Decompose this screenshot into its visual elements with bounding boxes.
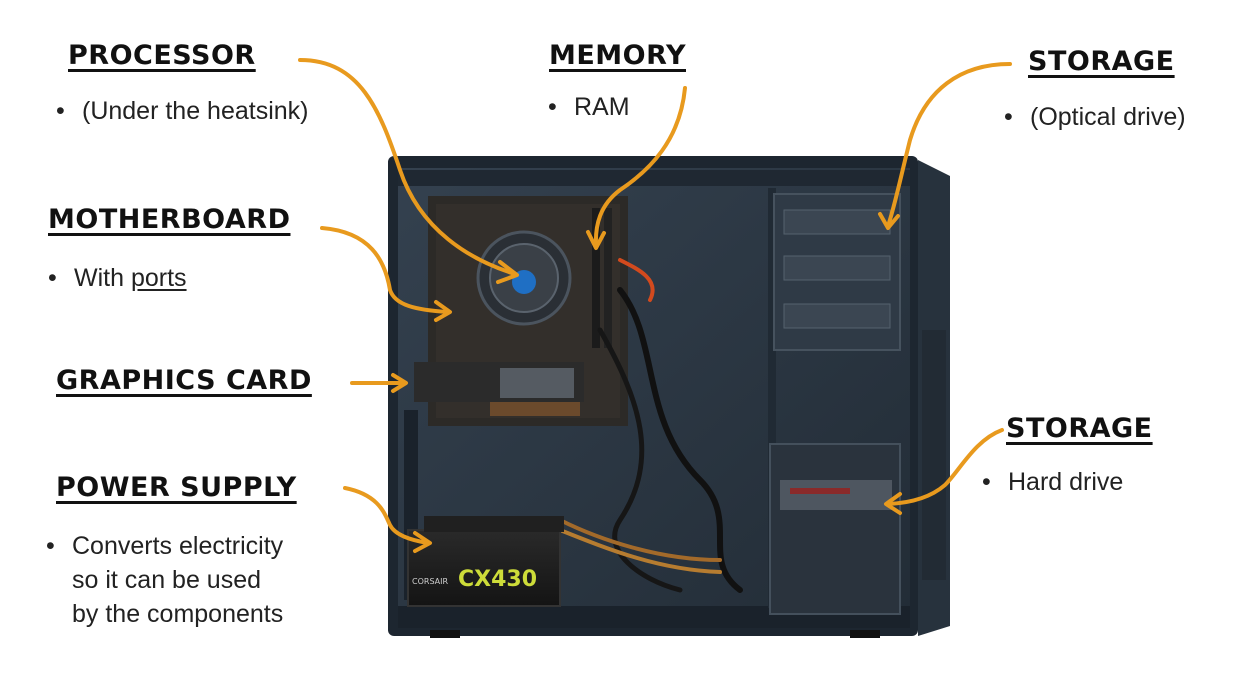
power-supply-line-2: so it can be used — [72, 566, 262, 594]
storage-optical-detail: (Optical drive) — [1004, 100, 1186, 134]
processor-label: PROCESSOR — [68, 40, 256, 71]
arrow-storage-optical — [878, 62, 1012, 230]
psu-brand-text: CORSAIR — [412, 577, 449, 586]
pointer-arrows — [298, 58, 1012, 553]
memory-label: MEMORY — [549, 40, 686, 71]
graphics-card-hardware — [414, 362, 584, 416]
power-supply-detail: Converts electricity so it can be used by … — [46, 529, 283, 631]
power-supply-line-1: Converts electricity — [72, 532, 284, 560]
psu-model-text: CX430 — [458, 567, 537, 592]
motherboard-label: MOTHERBOARD — [48, 204, 291, 235]
power-supply-label: POWER SUPPLY — [56, 472, 297, 503]
storage-hdd-label: STORAGE — [1006, 413, 1153, 444]
memory-detail-list: RAM — [548, 90, 630, 124]
arrow-power-supply — [343, 486, 432, 553]
processor-detail: (Under the heatsink) — [56, 94, 309, 128]
storage-hdd-detail: Hard drive — [982, 465, 1123, 499]
memory-detail: RAM — [548, 90, 630, 124]
motherboard-detail-list: With ports — [48, 261, 187, 295]
cables — [558, 258, 892, 593]
motherboard-detail: With ports — [48, 261, 187, 295]
arrow-processor — [298, 58, 519, 284]
ports-link[interactable]: ports — [130, 264, 187, 292]
arrow-storage-hdd — [884, 428, 1004, 515]
hard-drive-cage — [769, 443, 901, 615]
processor-detail-list: (Under the heatsink) — [56, 94, 309, 128]
cpu-heatsink — [476, 230, 572, 326]
power-supply-line-3: by the components — [72, 600, 284, 628]
power-supply-detail-list: Converts electricity so it can be used by … — [46, 529, 283, 631]
arrow-graphics-card — [350, 373, 408, 393]
arrow-memory — [586, 86, 687, 250]
storage-hdd-detail-list: Hard drive — [982, 465, 1123, 499]
storage-optical-label: STORAGE — [1028, 46, 1175, 77]
arrow-motherboard — [320, 226, 452, 322]
graphics-card-label: GRAPHICS CARD — [56, 365, 312, 396]
optical-drive-bays — [773, 193, 901, 351]
ram-sticks — [592, 208, 612, 348]
power-supply-unit: CORSAIR CX430 — [407, 516, 564, 607]
motherboard-detail-prefix: With — [74, 264, 131, 292]
storage-optical-detail-list: (Optical drive) — [1004, 100, 1186, 134]
